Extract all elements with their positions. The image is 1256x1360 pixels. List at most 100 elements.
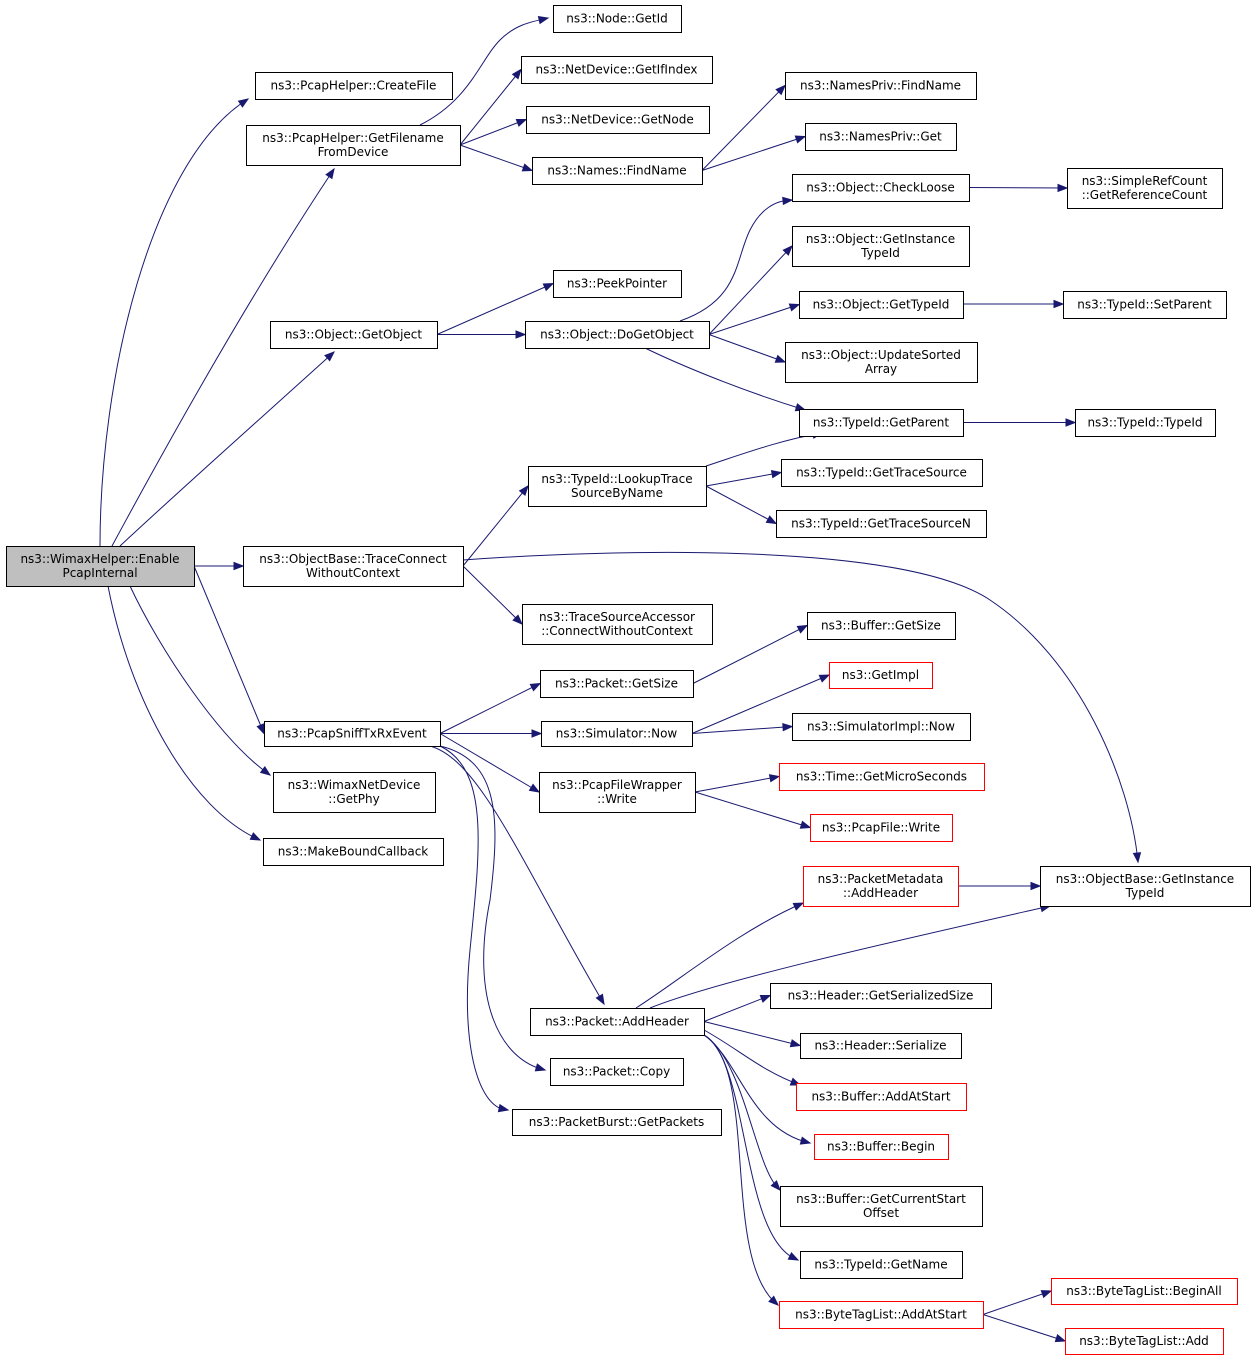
node-label: ns3::Buffer::GetCurrentStart [796,1192,966,1206]
node-getphy[interactable]: ns3::WimaxNetDevice::GetPhy [273,772,436,813]
arrow-head [794,135,807,144]
node-getnode[interactable]: ns3::NetDevice::GetNode [526,106,710,134]
edge-lookuptrace-to-gettracesourcen [705,485,777,524]
arrow-head [799,1136,812,1145]
node-typegetname[interactable]: ns3::TypeId::GetName [800,1251,963,1279]
node-gettracesource[interactable]: ns3::TypeId::GetTraceSource [781,459,983,487]
node-simimplnow[interactable]: ns3::SimulatorImpl::Now [792,713,971,741]
node-bufbegin[interactable]: ns3::Buffer::Begin [814,1134,949,1160]
node-label: ns3::ObjectBase::GetInstance [1056,872,1234,886]
node-hdrserialize[interactable]: ns3::Header::Serialize [800,1033,962,1059]
node-getimpl[interactable]: ns3::GetImpl [829,662,933,689]
arrow-head [518,484,529,497]
node-setparent[interactable]: ns3::TypeId::SetParent [1063,291,1227,319]
node-box [532,157,703,185]
node-label: ns3::ByteTagList::AddAtStart [795,1308,967,1322]
node-getrefcount[interactable]: ns3::SimpleRefCount::GetReferenceCount [1067,168,1223,209]
node-metaaddheader[interactable]: ns3::PacketMetadata::AddHeader [803,866,959,907]
node-box [255,72,453,100]
node-checkloose[interactable]: ns3::Object::CheckLoose [792,174,970,202]
edge-checkloose-to-getrefcount [968,187,1068,189]
node-getmicro[interactable]: ns3::Time::GetMicroSeconds [779,763,985,791]
node-label: ns3::Object::UpdateSorted [801,348,961,362]
node-box [780,1186,983,1227]
node-label: ns3::NamesPriv::Get [819,130,942,144]
edge-pcapsniff-to-pcapfilewrapper [439,733,540,793]
node-nodegetid[interactable]: ns3::Node::GetId [553,5,682,33]
arrow-head [1065,418,1077,427]
node-pcapfilewrite[interactable]: ns3::PcapFile::Write [810,814,953,842]
node-makebound[interactable]: ns3::MakeBoundCallback [263,838,444,866]
arrow-head [325,167,335,180]
node-label: ns3::Time::GetMicroSeconds [796,770,967,784]
node-simnow[interactable]: ns3::Simulator::Now [541,721,693,747]
node-label: ns3::Packet::Copy [563,1065,670,1079]
node-pcapsniff[interactable]: ns3::PcapSniffTxRxEvent [264,721,441,747]
edge-btladdstart-to-btlbeginall [982,1290,1052,1315]
node-typeidctor[interactable]: ns3::TypeId::TypeId [1075,409,1216,437]
node-gettracesourcen[interactable]: ns3::TypeId::GetTraceSourceN [776,510,987,538]
node-box [805,123,957,151]
node-label: ns3::Object::GetObject [285,328,423,342]
edge-addheader-to-objbaseinstance [649,905,1051,1009]
node-box [785,72,977,100]
arrow-head [792,902,805,911]
node-objgettypeid[interactable]: ns3::Object::GetTypeId [799,291,964,319]
arrow-head [259,765,272,776]
node-namesfind[interactable]: ns3::Names::FindName [532,157,703,185]
node-box [6,546,195,587]
node-bufaddstart[interactable]: ns3::Buffer::AddAtStart [796,1083,967,1111]
node-packetgetsize[interactable]: ns3::Packet::GetSize [540,670,694,698]
node-traceconnect[interactable]: ns3::ObjectBase::TraceConnectWithoutCont… [243,546,464,587]
node-label: WithoutContext [306,566,400,580]
node-privget[interactable]: ns3::NamesPriv::Get [805,123,957,151]
node-label: TypeId [860,246,900,260]
edge-addheader-to-bufaddstart [703,1029,801,1086]
edge-root-to-makebound [107,585,261,841]
node-dogetobject[interactable]: ns3::Object::DoGetObject [525,321,710,349]
node-label: ns3::Header::GetSerializedSize [788,989,974,1003]
node-buffergetsize[interactable]: ns3::Buffer::GetSize [807,612,956,640]
node-label: ns3::Object::CheckLoose [806,181,954,195]
node-box [799,409,964,437]
node-getifindex[interactable]: ns3::NetDevice::GetIfIndex [521,56,713,84]
node-box [553,5,682,33]
node-box [541,721,693,747]
edge-dogetobject-to-getinstancetypeid [708,245,793,335]
node-box [814,1134,949,1160]
node-privfind[interactable]: ns3::NamesPriv::FindName [785,72,977,100]
edge-getfilename-to-getifindex [459,69,522,146]
node-getobject[interactable]: ns3::Object::GetObject [270,321,438,349]
arrow-head [237,98,250,108]
node-packetcopy[interactable]: ns3::Packet::Copy [550,1058,684,1086]
node-peekpointer[interactable]: ns3::PeekPointer [553,270,682,298]
arrow-head [529,682,542,692]
node-box [1063,291,1227,319]
node-addheader[interactable]: ns3::Packet::AddHeader [530,1008,705,1036]
node-createfile[interactable]: ns3::PcapHelper::CreateFile [255,72,453,100]
node-getpackets[interactable]: ns3::PacketBurst::GetPackets [512,1109,722,1136]
node-hdrgetsize[interactable]: ns3::Header::GetSerializedSize [770,983,992,1009]
node-label: Array [865,362,897,376]
edge-traceconnect-to-connectwithout [462,565,523,625]
node-box [810,814,953,842]
node-btlbeginall[interactable]: ns3::ByteTagList::BeginAll [1051,1278,1238,1305]
node-btladd[interactable]: ns3::ByteTagList::Add [1065,1328,1224,1355]
edge-dogetobject-to-getparent [644,347,806,411]
arrow-head [534,1063,547,1072]
node-box [776,510,987,538]
edge-dogetobject-to-checkloose [679,199,793,322]
node-connectwithout[interactable]: ns3::TraceSourceAccessor::ConnectWithout… [522,604,713,645]
node-btladdstart[interactable]: ns3::ByteTagList::AddAtStart [779,1301,984,1329]
node-pcapfilewrapper[interactable]: ns3::PcapFileWrapper::Write [539,772,696,813]
node-getparent[interactable]: ns3::TypeId::GetParent [799,409,964,437]
node-label: FromDevice [318,145,389,159]
node-box [530,1008,705,1036]
